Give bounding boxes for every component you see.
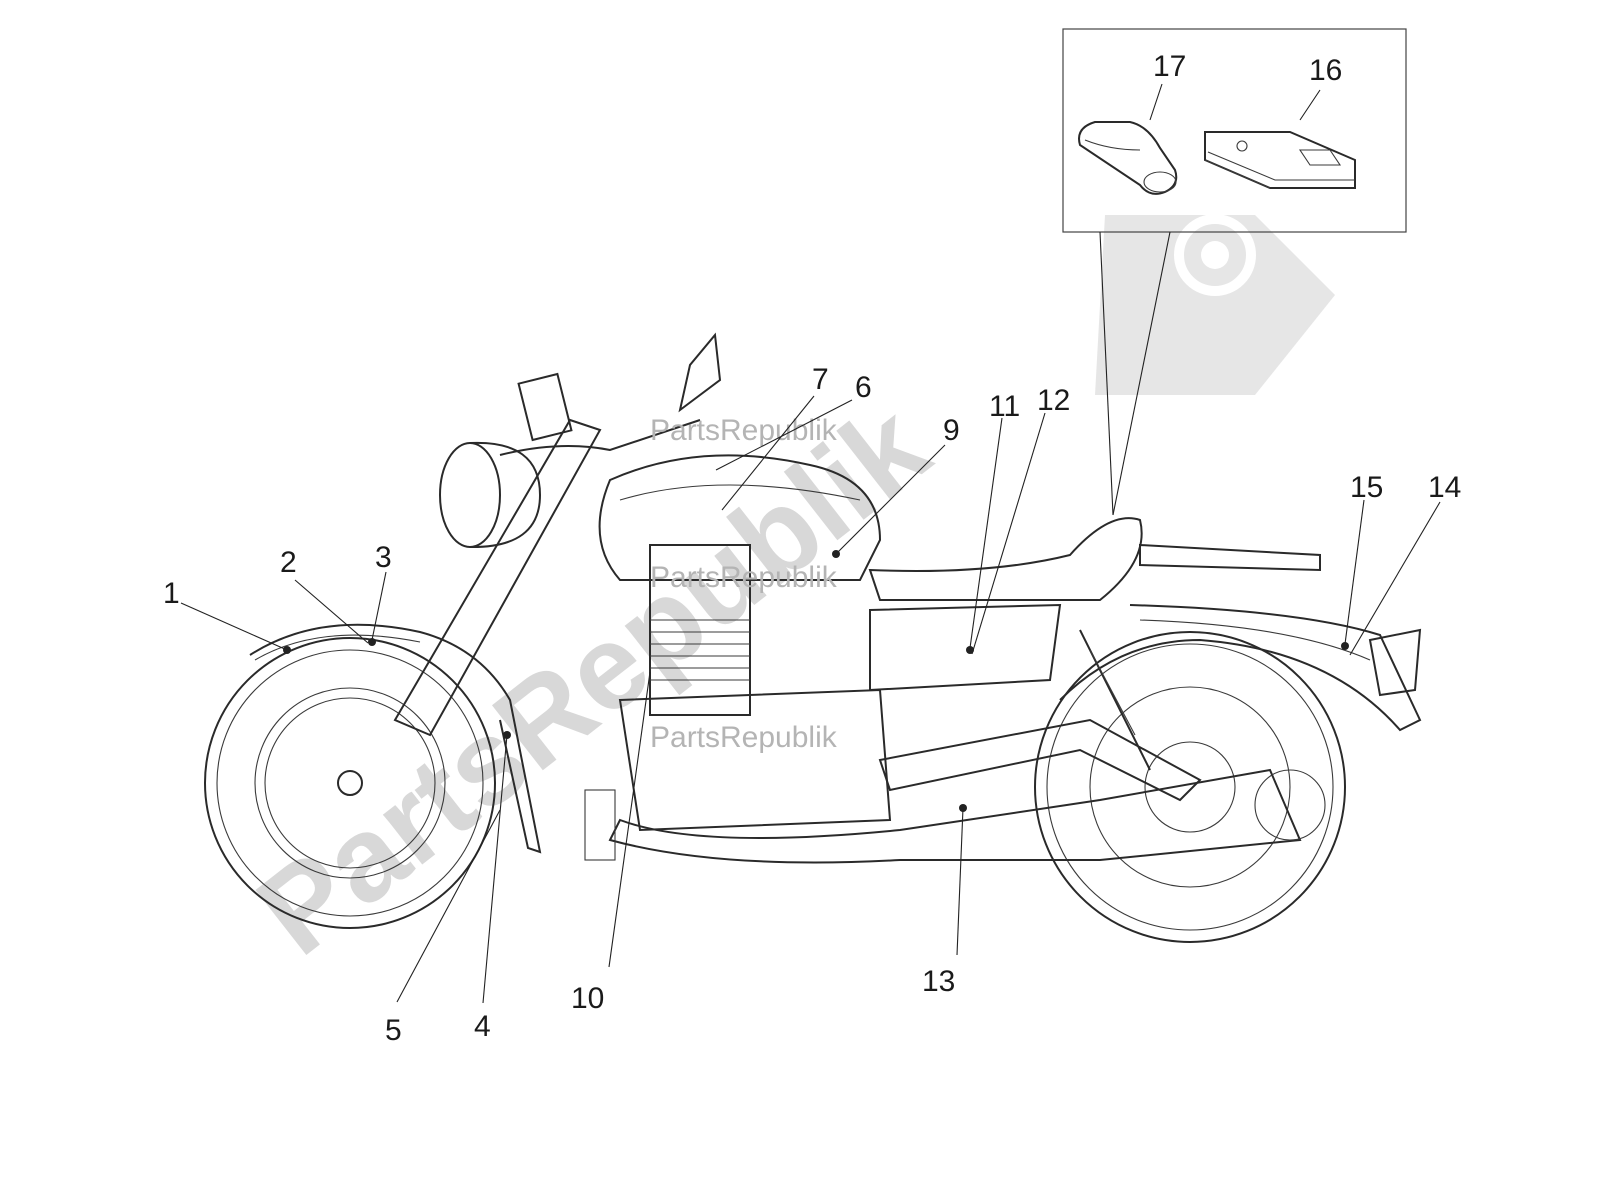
callout-17: 17 [1153,50,1186,83]
svg-text:PartsRepublik: PartsRepublik [650,561,838,594]
callout-13: 13 [922,965,955,998]
callout-16: 16 [1309,54,1342,87]
watermark-gear-icon [1095,214,1335,395]
callout-4: 4 [474,1010,491,1043]
callout-6: 6 [855,371,872,404]
leader-lines [180,83,1441,1004]
watermark-small-3: PartsRepublik [650,721,838,754]
callout-dots [283,550,1349,812]
svg-text:PartsRepublik: PartsRepublik [650,414,838,447]
callout-3: 3 [375,541,392,574]
callout-14: 14 [1428,471,1461,504]
svg-text:PartsRepublik: PartsRepublik [650,721,838,754]
motorcycle-drawing [204,332,1422,943]
callout-5: 5 [385,1014,402,1047]
callout-9: 9 [943,414,960,447]
accessory-box [1062,28,1407,233]
watermark-small-2: PartsRepublik [650,561,838,594]
manual-book-icon [1204,131,1356,189]
callout-1: 1 [163,577,180,610]
callout-7: 7 [812,363,829,396]
callout-labels: 1 2 3 4 5 6 7 9 10 11 12 13 14 15 16 17 [163,50,1461,1047]
watermark-big-text: PartsRepublik [234,378,953,981]
watermark-large: PartsRepublik [234,214,1335,981]
watermark-small-1: PartsRepublik [650,414,838,447]
tool-pouch-icon [1078,121,1178,195]
callout-2: 2 [280,546,297,579]
callout-11: 11 [989,390,1020,423]
callout-10: 10 [571,982,604,1015]
callout-12: 12 [1037,384,1070,417]
callout-15: 15 [1350,471,1383,504]
